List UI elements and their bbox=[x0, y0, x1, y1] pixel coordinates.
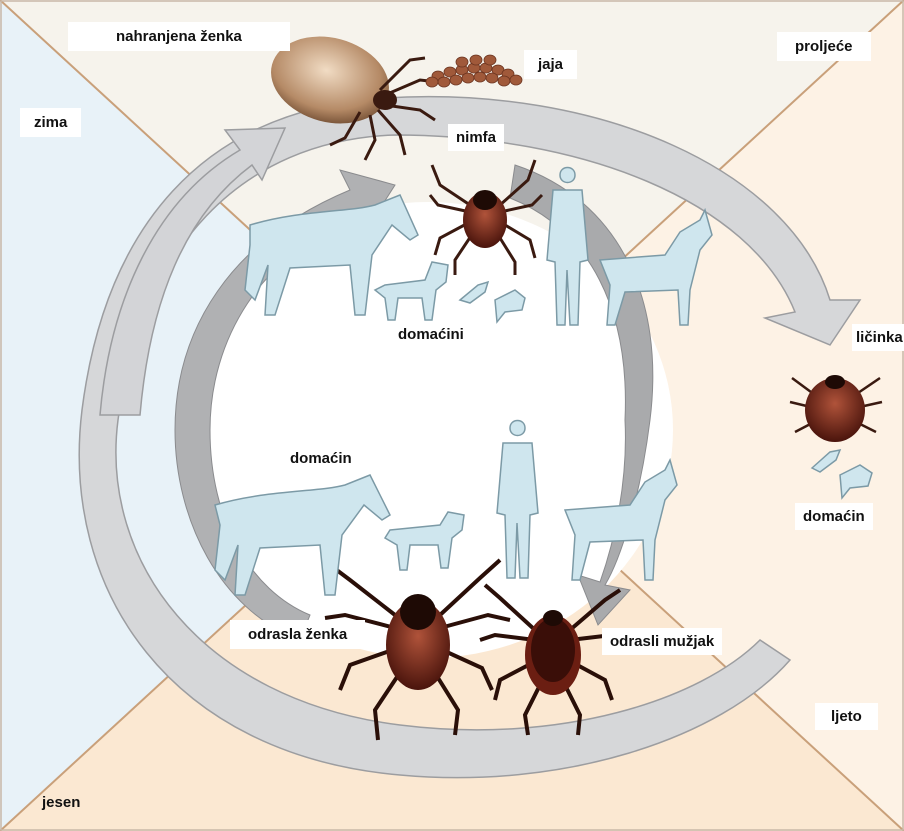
label-larva-host: domaćin bbox=[795, 503, 873, 530]
label-nymph-hosts: domaćini bbox=[398, 327, 464, 342]
label-engorged-female: nahranjena ženka bbox=[68, 22, 290, 51]
label-larva: ličinka bbox=[852, 324, 904, 351]
label-winter: zima bbox=[20, 108, 81, 137]
label-eggs: jaja bbox=[524, 50, 577, 79]
label-autumn: jesen bbox=[42, 795, 80, 810]
label-adult-female: odrasla ženka bbox=[230, 620, 365, 649]
label-adult-male: odrasli mužjak bbox=[602, 628, 722, 655]
label-summer: ljeto bbox=[815, 703, 878, 730]
label-spring: proljeće bbox=[777, 32, 871, 61]
label-adult-host: domaćin bbox=[290, 451, 352, 466]
label-nymph: nimfa bbox=[448, 124, 504, 151]
